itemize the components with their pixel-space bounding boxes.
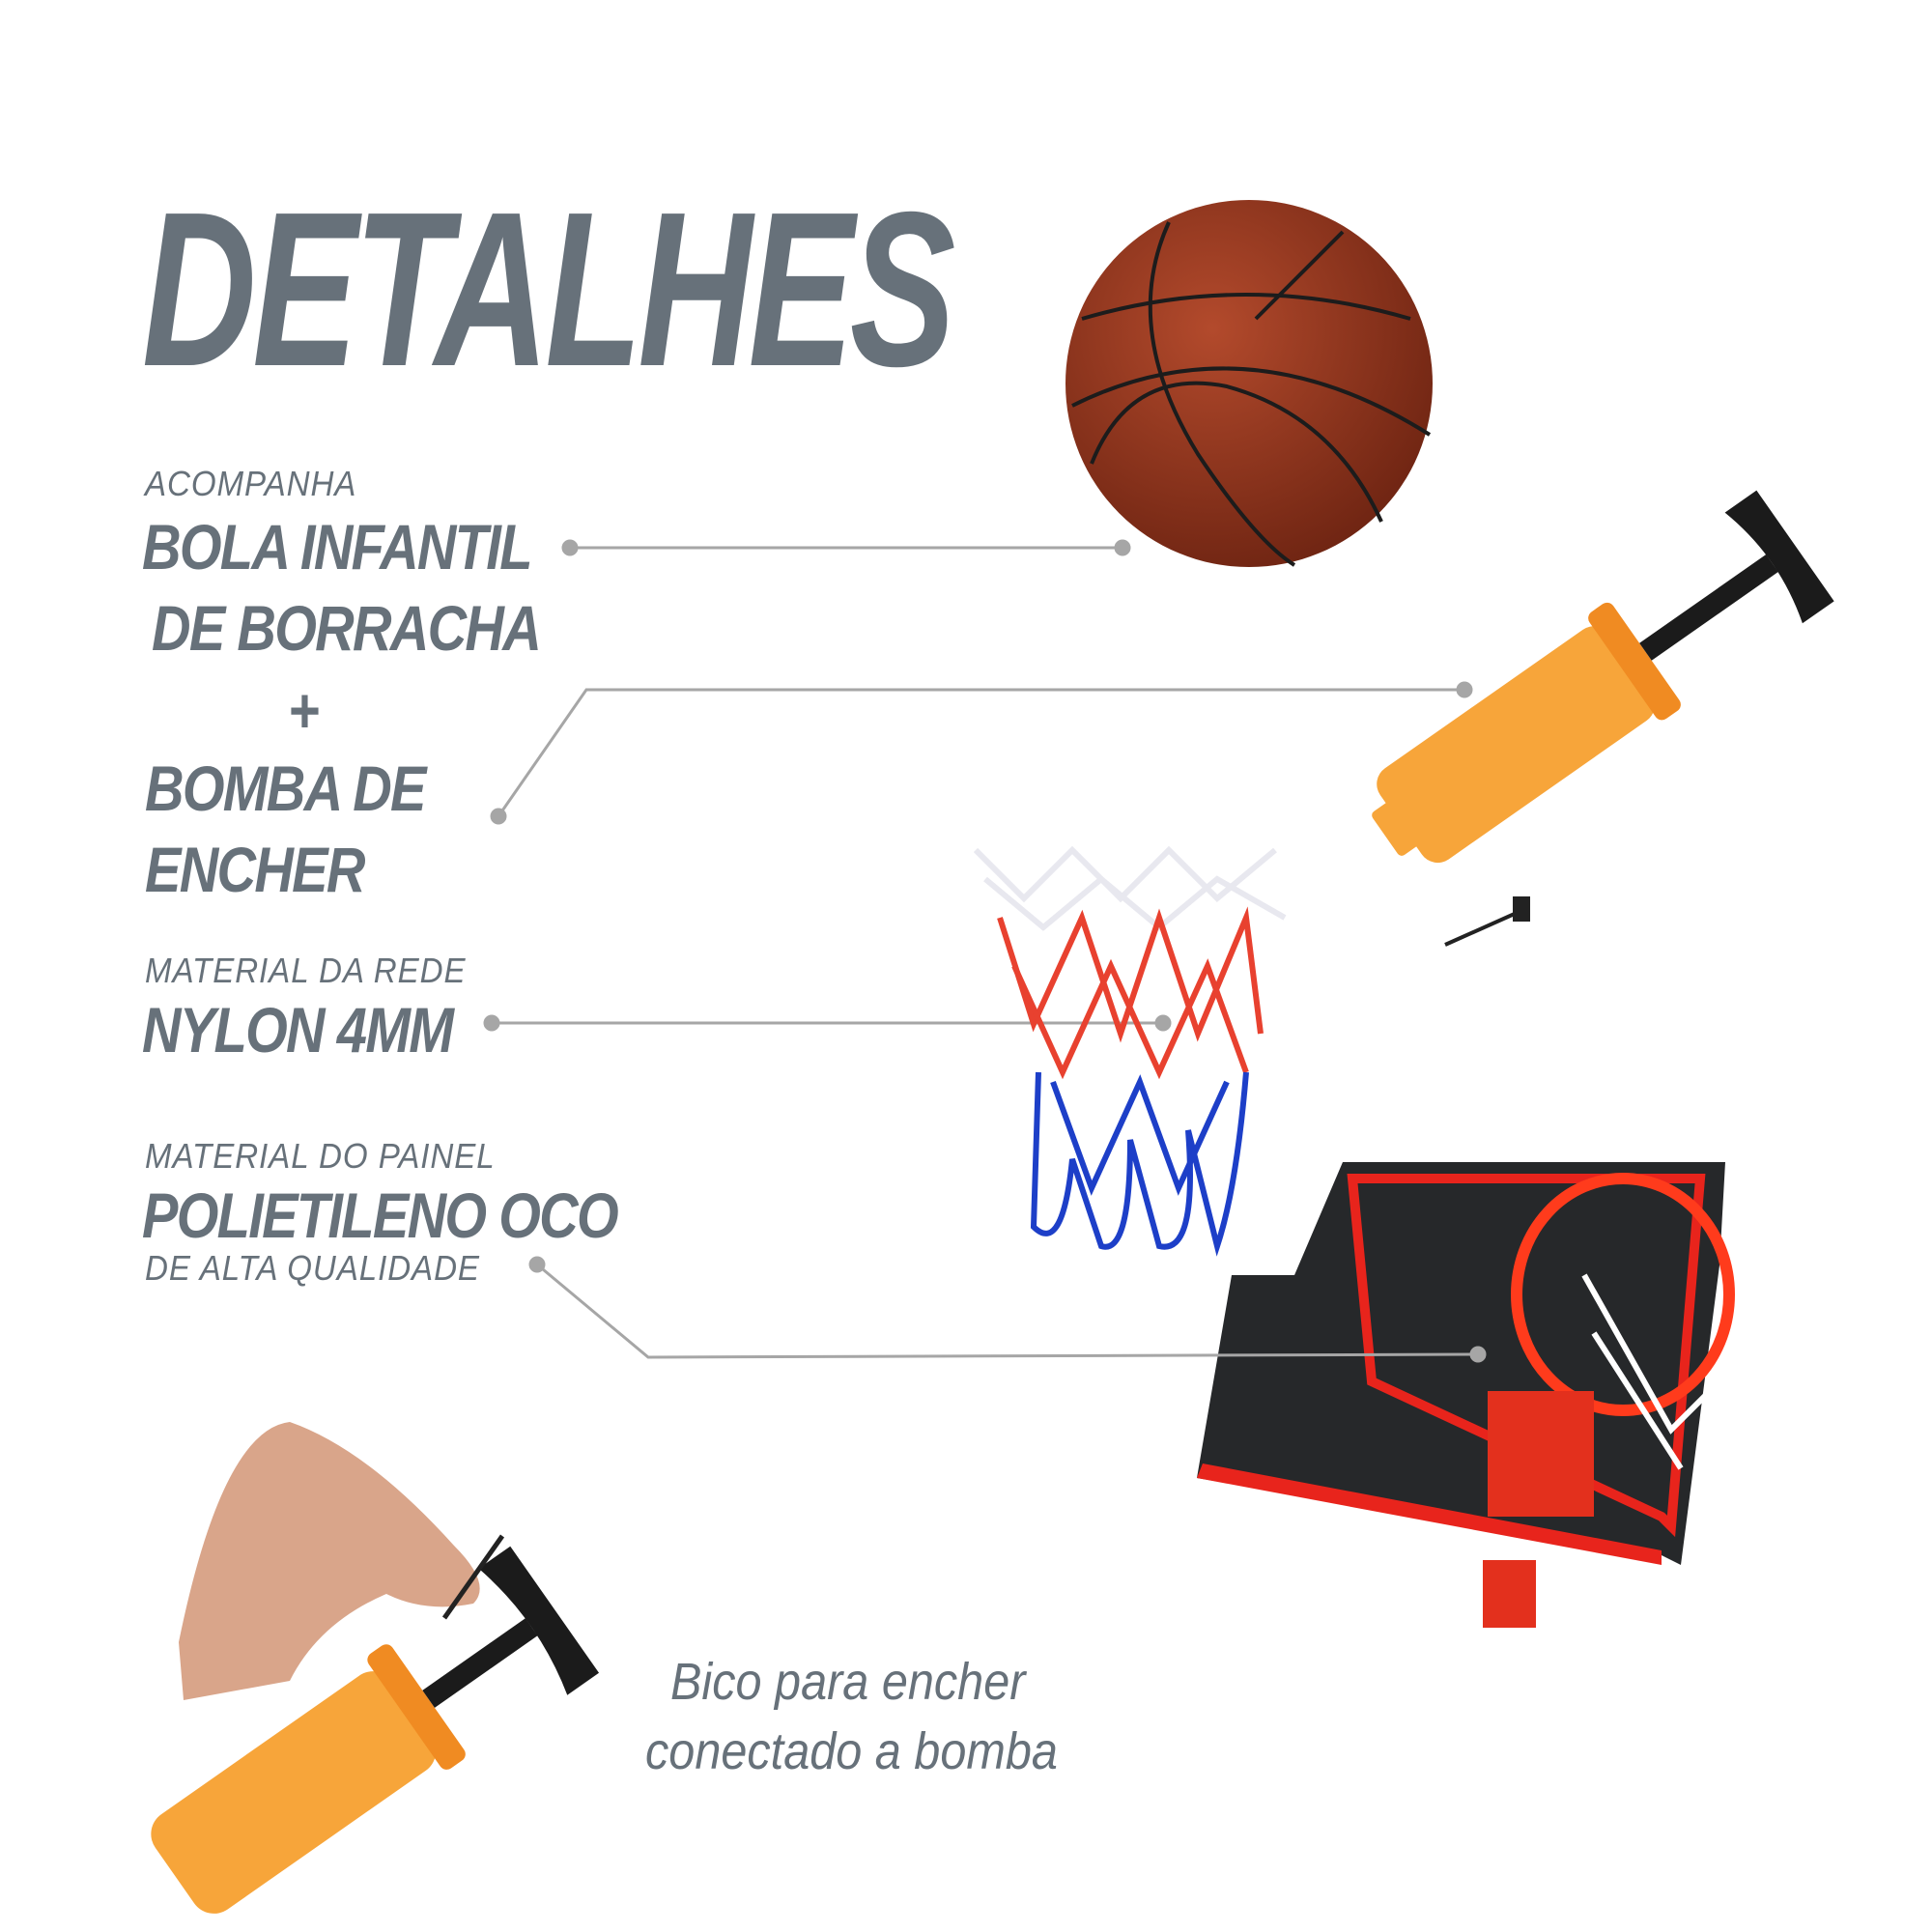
ball-title-line1: BOLA INFANTIL — [142, 511, 532, 582]
ball-connector — [561, 539, 1131, 556]
pump-image — [1372, 490, 1834, 864]
needle-image — [1444, 896, 1530, 947]
net-image — [973, 845, 1287, 1257]
hand-with-pump-image — [151, 1422, 600, 1914]
caption-line1: Bico para encher — [670, 1653, 1026, 1711]
accessory-label: ACOMPANHA — [145, 464, 357, 503]
basketball-image — [1065, 200, 1433, 567]
pump-title-line1: BOMBA DE — [145, 753, 426, 824]
pump-connector — [490, 681, 1473, 825]
pump-title-line2: ENCHER — [145, 834, 365, 905]
net-connector — [483, 1014, 1172, 1032]
connector-lines — [483, 539, 1473, 1032]
backboard-image — [528, 1162, 1735, 1628]
net-material-label: MATERIAL DA REDE — [145, 951, 467, 990]
plus-sign: + — [288, 674, 320, 746]
panel-connector — [528, 1256, 1487, 1363]
net-material-value: NYLON 4MM — [142, 994, 454, 1065]
panel-material-label: MATERIAL DO PAINEL — [145, 1136, 496, 1176]
panel-material-value: POLIETILENO OCO — [142, 1179, 619, 1251]
ball-title-line2: DE BORRACHA — [152, 592, 542, 664]
caption-line2: conectado a bomba — [645, 1722, 1058, 1780]
panel-material-sub: DE ALTA QUALIDADE — [145, 1248, 480, 1288]
page-title: DETALHES — [142, 167, 955, 412]
